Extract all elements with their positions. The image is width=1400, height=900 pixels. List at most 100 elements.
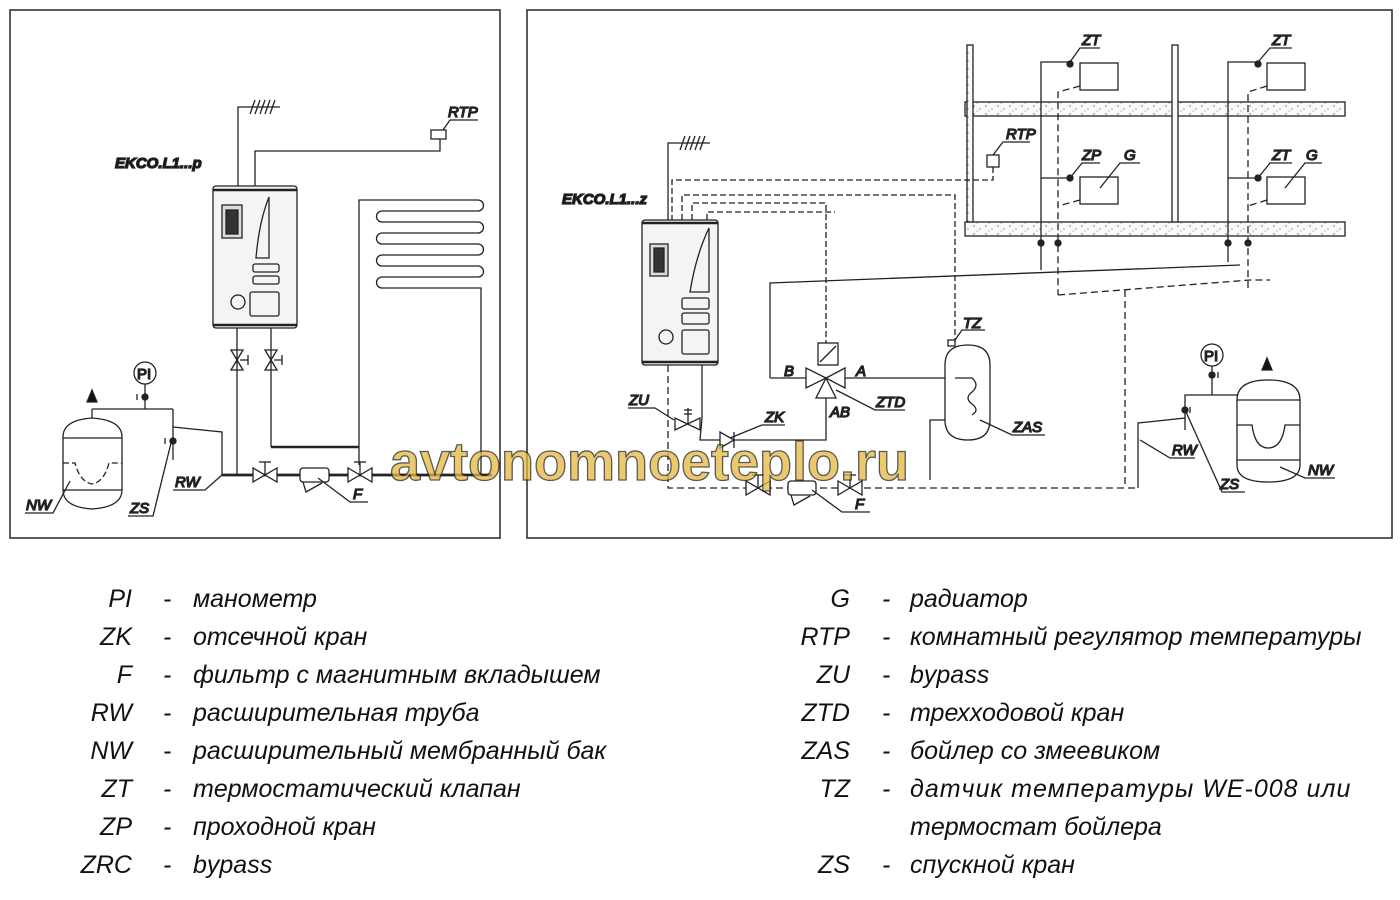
- legend-code: RTP: [800, 623, 850, 651]
- legend-code: ZAS: [801, 737, 850, 765]
- legend-item: ZS -спускной кран: [700, 851, 1390, 881]
- legend-dash: -: [882, 661, 891, 689]
- drain-valve: ZS: [128, 437, 177, 518]
- filter-label: F: [353, 486, 363, 503]
- legend-dash: -: [163, 623, 172, 651]
- zp-label: ZP: [1081, 147, 1101, 164]
- legend-desc: бойлер со змеевиком: [910, 737, 1161, 765]
- nw-label: NW: [1308, 462, 1335, 479]
- legend-code: ZK: [100, 623, 132, 651]
- check-valve: ZK: [719, 408, 786, 450]
- legend-code: ZRC: [80, 851, 132, 879]
- ztd-label: ZTD: [875, 394, 905, 411]
- thermostat-wire: RTP: [254, 103, 478, 186]
- expansion-tank: NW: [1236, 379, 1335, 483]
- legend-code: ZT: [101, 775, 132, 803]
- legend-dash: -: [163, 775, 172, 803]
- legend-item: ZAS -бойлер со змеевиком: [700, 737, 1390, 767]
- legend-code: F: [116, 661, 132, 689]
- legend-code: PI: [108, 585, 132, 613]
- zu-label: ZU: [628, 392, 649, 409]
- port-ab-label: AB: [829, 404, 850, 421]
- legend-dash: -: [163, 851, 172, 879]
- legend-dash: -: [163, 699, 172, 727]
- legend-desc: спускной кран: [910, 851, 1075, 879]
- watermark: avtonomnoeteplo.ru: [390, 432, 909, 492]
- pi-label: PI: [137, 366, 151, 383]
- legend-dash: -: [163, 813, 172, 841]
- zs-label: ZS: [1219, 476, 1239, 493]
- legend-code: ZP: [100, 813, 132, 841]
- legend-desc: комнатный регулятор температуры: [910, 623, 1362, 651]
- power-cable: [667, 135, 710, 220]
- legend-item: TZ-датчик температуры WE-008 или: [700, 775, 1390, 805]
- main-valve-1: [252, 461, 278, 484]
- room-thermostat: RTP: [671, 125, 1036, 220]
- legend-dash: -: [882, 775, 891, 803]
- power-cable: [237, 99, 280, 186]
- boiler-tank: TZ ZAS: [944, 314, 1045, 441]
- rw-leader: [173, 474, 223, 491]
- legend-item: термостат бойлера: [700, 813, 1390, 843]
- air-vent-icon: [86, 388, 98, 403]
- legend-dash: -: [163, 737, 172, 765]
- three-way-valve: B A AB ZTD: [783, 342, 906, 422]
- control-wires: [681, 194, 956, 343]
- legend-desc: фильтр с магнитным вкладышем: [193, 661, 601, 689]
- zas-label: ZAS: [1012, 419, 1042, 436]
- zt-label: ZT: [1081, 32, 1102, 49]
- legend-dash: -: [882, 699, 891, 727]
- tz-label: TZ: [963, 315, 982, 332]
- legend-desc: расширительная труба: [193, 699, 480, 727]
- legend-code: ZTD: [801, 699, 850, 727]
- filter-label: F: [855, 496, 865, 513]
- legend-desc: bypass: [910, 661, 990, 689]
- rw-label: RW: [1172, 442, 1199, 459]
- legend-desc: проходной кран: [193, 813, 376, 841]
- legend-dash: -: [163, 585, 172, 613]
- legend-desc: расширительный мембранный бак: [193, 737, 607, 765]
- legend-desc: термостатический клапан: [193, 775, 521, 803]
- main-valve-2: [347, 461, 373, 484]
- pi-label: PI: [1204, 348, 1218, 365]
- legend-dash: -: [882, 851, 891, 879]
- legend-desc: радиатор: [910, 585, 1028, 613]
- radiators: ZT ZT ZP ZT G G: [1037, 31, 1322, 488]
- legend-item: ZRC -bypass: [0, 851, 680, 881]
- pressure-gauge: PI: [1200, 343, 1224, 395]
- legend-code: NW: [90, 737, 132, 765]
- legend-desc: термостат бойлера: [910, 813, 1162, 841]
- right-scheme: EKCO.L1...z: [526, 9, 1393, 539]
- heating-schemes: EKCO.L1...p RTP: [9, 9, 1393, 539]
- drain-valve: ZS: [1181, 406, 1245, 494]
- bypass-valve: ZU: [627, 391, 701, 432]
- shutoff-valve-2: [263, 349, 283, 371]
- legend-desc: манометр: [193, 585, 317, 613]
- legend-code: ZU: [816, 661, 850, 689]
- shutoff-valve-1: [229, 349, 249, 371]
- rtp-label: RTP: [1006, 126, 1036, 143]
- legend-item: F -фильтр с магнитным вкладышем: [0, 661, 680, 691]
- boiler: [641, 219, 719, 366]
- boiler-model-label: EKCO.L1...p: [115, 155, 202, 172]
- building-structure: [964, 44, 1346, 237]
- legend-desc: трехходовой кран: [910, 699, 1125, 727]
- g-label: G: [1306, 147, 1318, 164]
- legend-desc: bypass: [193, 851, 273, 879]
- pressure-gauge: PI: [133, 361, 157, 409]
- legend-dash: -: [163, 661, 172, 689]
- expansion-tank: NW: [25, 417, 123, 515]
- legend-right: G-радиатор RTP-комнатный регулятор темпе…: [700, 585, 1390, 885]
- filter: F: [299, 467, 368, 504]
- legend-item: RTP-комнатный регулятор температуры: [700, 623, 1390, 653]
- legend-item: ZK-отсечной кран: [0, 623, 680, 653]
- legend-code: G: [830, 585, 850, 613]
- legend-code: ZS: [818, 851, 850, 879]
- legend-dash: -: [882, 585, 891, 613]
- legend-code: TZ: [819, 775, 850, 803]
- legend-dash: -: [882, 737, 891, 765]
- legend-item: ZU -bypass: [700, 661, 1390, 691]
- nw-label: NW: [26, 497, 53, 514]
- legend-item: NW -расширительный мембранный бак: [0, 737, 680, 767]
- bottom-valves-and-filter: F: [745, 474, 870, 514]
